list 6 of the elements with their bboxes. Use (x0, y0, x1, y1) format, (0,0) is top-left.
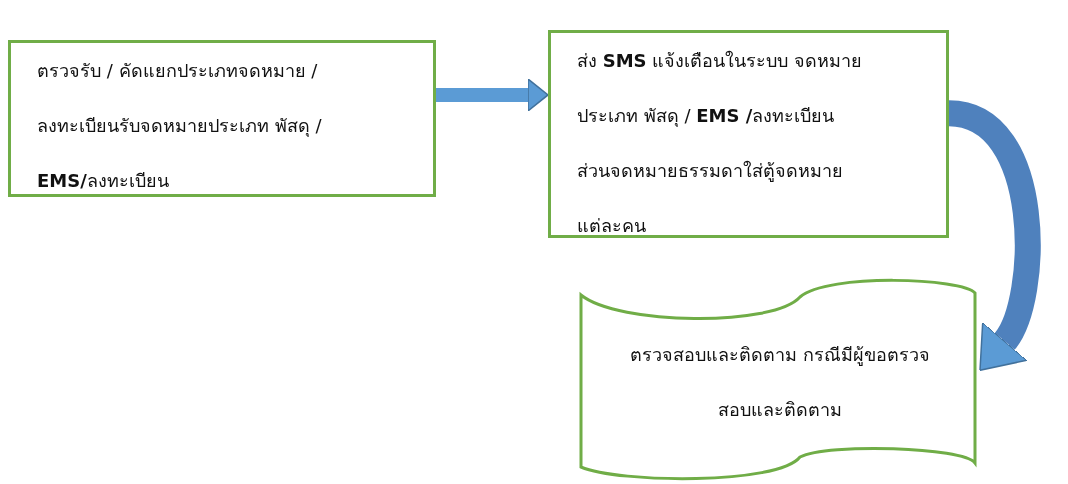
box-text: ส่ง SMS แจ้งเตือนในระบบ จดหมายประเภท พัสดุ / EMS /ลงทะเบียน ส่วนจดหมายธรรมดาใส่ตู้จดหมายแต่ละคน (577, 49, 864, 238)
process-box (548, 30, 949, 238)
block-arrow (436, 78, 549, 112)
box-text: ตรวจรับ / คัดแยกประเภทจดหมาย / ลงทะเบียนรับจดหมายประเภท พัสดุ / EMS/ลงทะเบียน (37, 59, 323, 193)
box-text: ตรวจสอบและติดตาม กรณีมีผู้ขอตรวจสอบและติดตาม (630, 343, 930, 422)
process-box (8, 40, 436, 197)
